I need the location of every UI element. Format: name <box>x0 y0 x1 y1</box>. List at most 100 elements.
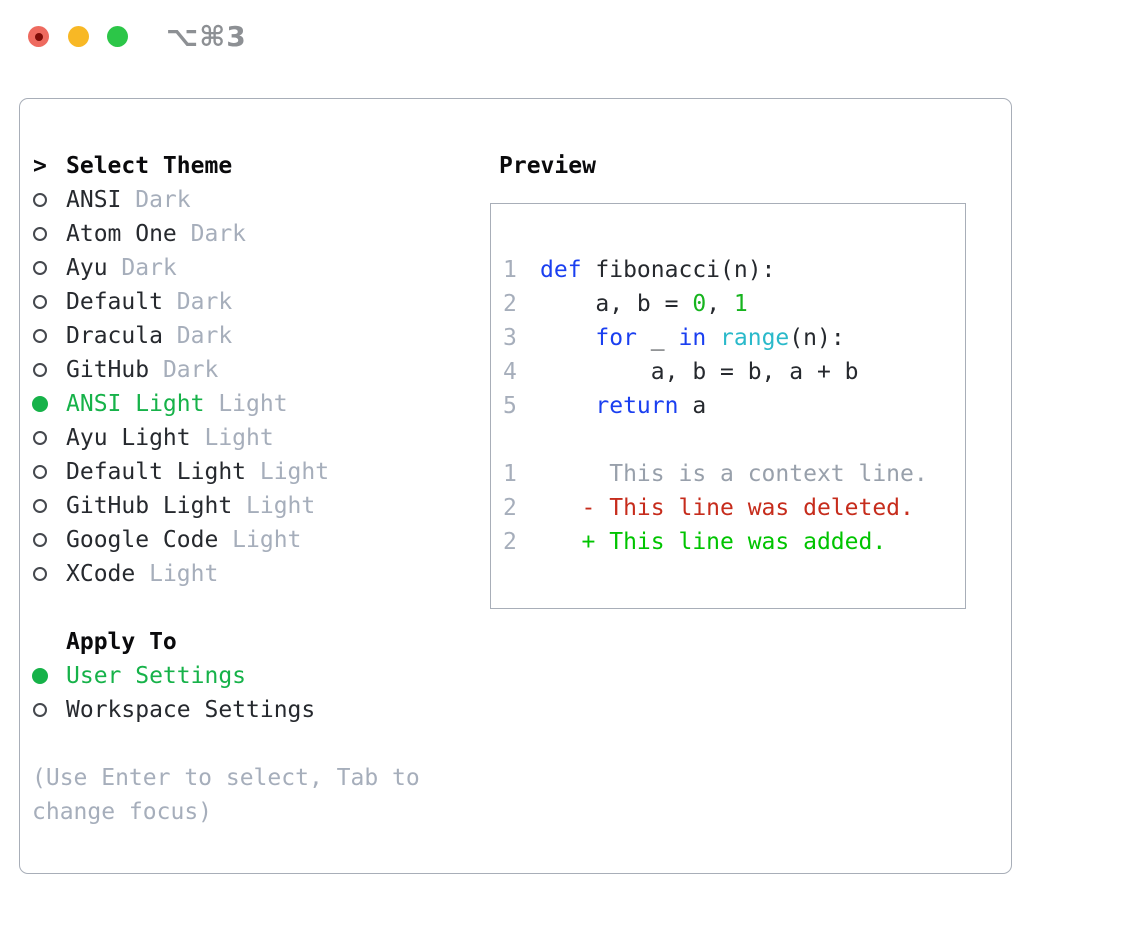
theme-option[interactable]: GitHub Dark <box>32 353 482 387</box>
radio-icon <box>33 295 47 309</box>
line-number: 1 <box>503 461 517 487</box>
radio-icon <box>33 499 47 513</box>
code-line: 3 for _ in range(n): <box>503 321 965 355</box>
radio-icon <box>33 703 47 717</box>
theme-option[interactable]: GitHub Light Light <box>32 489 482 523</box>
code-segment-number: 0 <box>692 291 707 317</box>
code-segment-fg: _ <box>636 325 679 351</box>
radio-icon <box>33 227 47 241</box>
code-segment-fg: a, b = b, a + b <box>540 359 859 385</box>
zoom-button[interactable] <box>107 26 128 47</box>
theme-variant-tag: Dark <box>121 255 177 281</box>
code-segment-keyword: in <box>678 325 707 351</box>
theme-option[interactable]: Atom One Dark <box>32 217 482 251</box>
preview-header: Preview <box>499 153 596 179</box>
theme-option-label: XCode <box>66 561 136 587</box>
radio-icon <box>33 261 47 275</box>
radio-icon <box>32 396 48 412</box>
close-dot-icon <box>34 32 43 41</box>
code-segment-fg: a <box>678 393 707 419</box>
left-column: > Select Theme ANSI Dark Atom One Dark A… <box>32 149 482 829</box>
theme-option[interactable]: Default Light Light <box>32 455 482 489</box>
code-content: a, b = b, a + b <box>540 359 859 385</box>
theme-variant-tag: Dark <box>176 323 233 349</box>
theme-option-label: GitHub <box>66 357 150 383</box>
code-segment-added: + This line was added. <box>540 529 887 555</box>
select-theme-header-row: > Select Theme <box>32 149 482 183</box>
apply-target-option[interactable]: Workspace Settings <box>32 693 482 727</box>
theme-option[interactable]: ANSI Dark <box>32 183 482 217</box>
theme-option-label: Google Code <box>66 527 219 553</box>
preview-box: 1 def fibonacci(n): 2 a, b = 0, 1 3 for … <box>490 203 966 609</box>
code-line: 4 a, b = b, a + b <box>503 355 965 389</box>
minimize-button[interactable] <box>68 26 89 47</box>
apply-target-option[interactable]: User Settings <box>32 659 482 693</box>
code-segment-keyword: def <box>540 257 582 283</box>
theme-option[interactable]: Dracula Dark <box>32 319 482 353</box>
code-content: return a <box>540 393 706 419</box>
code-line: 2 a, b = 0, 1 <box>503 287 965 321</box>
code-line: 1 def fibonacci(n): <box>503 253 965 287</box>
theme-variant-tag: Light <box>259 459 330 485</box>
code-content: This is a context line. <box>540 461 928 487</box>
spacer <box>32 727 482 761</box>
code-line: 1 This is a context line. <box>503 457 965 491</box>
line-number: 5 <box>503 393 517 419</box>
code-segment-keyword: return <box>595 393 679 419</box>
theme-option-label: Atom One <box>66 221 177 247</box>
radio-icon <box>33 465 47 479</box>
line-number: 1 <box>503 257 517 283</box>
theme-option[interactable]: Ayu Dark <box>32 251 482 285</box>
theme-picker-window: > Select Theme ANSI Dark Atom One Dark A… <box>19 98 1012 874</box>
theme-option[interactable]: ANSI Light Light <box>32 387 482 421</box>
theme-option[interactable]: Default Dark <box>32 285 482 319</box>
line-number: 3 <box>503 325 517 351</box>
code-segment-fg: , <box>706 291 734 317</box>
apply-to-header-row: Apply To <box>32 625 482 659</box>
code-segment-fg: fibonacci(n): <box>581 257 776 283</box>
code-segment-fg <box>540 393 595 419</box>
select-theme-header: Select Theme <box>66 153 233 179</box>
radio-icon <box>32 668 48 684</box>
theme-variant-tag: Light <box>149 561 219 587</box>
theme-variant-tag: Dark <box>190 221 247 247</box>
apply-to-list: User Settings Workspace Settings <box>32 659 482 727</box>
theme-option[interactable]: Google Code Light <box>32 523 482 557</box>
line-number: 2 <box>503 291 517 317</box>
radio-icon <box>33 567 47 581</box>
radio-icon <box>33 363 47 377</box>
theme-variant-tag: Light <box>204 425 274 451</box>
code-line: 5 return a <box>503 389 965 423</box>
theme-variant-tag: Dark <box>162 357 219 383</box>
code-content: def fibonacci(n): <box>540 257 775 283</box>
theme-option-label: Default Light <box>66 459 247 485</box>
theme-option-label: GitHub Light <box>66 493 233 519</box>
spacer <box>32 591 482 625</box>
code-line: 2 + This line was added. <box>503 525 965 559</box>
line-number: 2 <box>503 495 517 521</box>
cursor-marker: > <box>32 153 66 179</box>
radio-icon <box>33 329 47 343</box>
code-segment-number: 1 <box>733 291 748 317</box>
code-content: for _ in range(n): <box>540 325 845 351</box>
apply-to-header: Apply To <box>66 629 177 655</box>
code-segment-deleted: - This line was deleted. <box>540 495 914 521</box>
apply-target-option-label: User Settings <box>66 663 247 689</box>
theme-option-label: ANSI Light <box>66 391 205 417</box>
theme-option[interactable]: XCode Light <box>32 557 482 591</box>
cursor-icon: > <box>33 153 47 179</box>
theme-list: ANSI Dark Atom One Dark Ayu Dark Default… <box>32 183 482 591</box>
theme-variant-tag: Light <box>246 493 316 519</box>
radio-icon <box>33 533 47 547</box>
titlebar: ⌥⌘3 <box>0 0 1140 75</box>
theme-variant-tag: Dark <box>135 187 191 213</box>
theme-variant-tag: Dark <box>176 289 233 315</box>
theme-option[interactable]: Ayu Light Light <box>32 421 482 455</box>
line-number: 2 <box>503 529 517 555</box>
theme-variant-tag: Light <box>218 391 288 417</box>
close-button[interactable] <box>28 26 49 47</box>
line-number: 4 <box>503 359 517 385</box>
code-segment-fg: (n): <box>789 325 845 351</box>
code-content: - This line was deleted. <box>540 495 914 521</box>
code-line: 2 - This line was deleted. <box>503 491 965 525</box>
